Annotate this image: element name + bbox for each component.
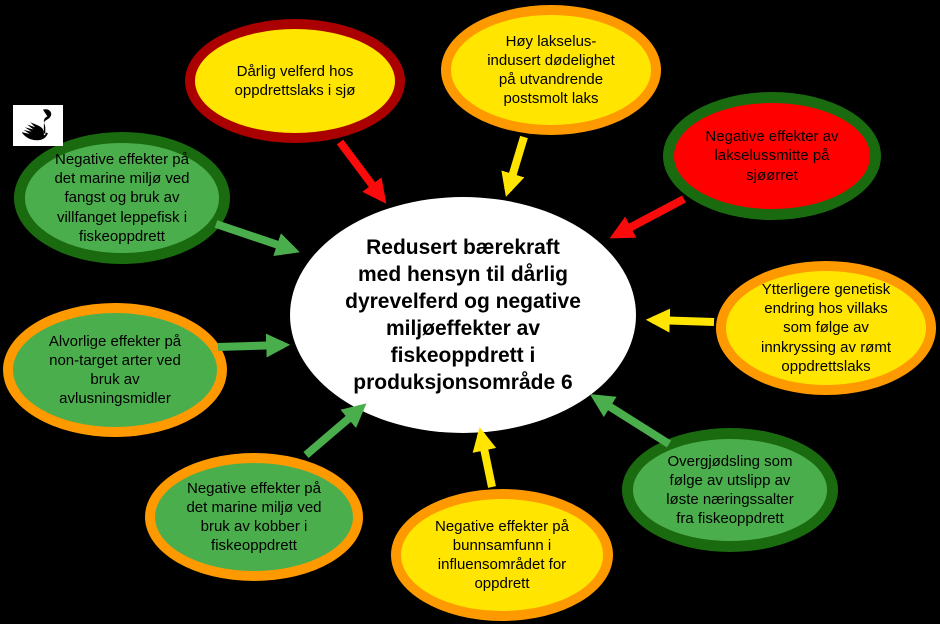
node-label: Negative effekter av lakselussmitte på s… <box>705 128 839 184</box>
arrow-from-kobber <box>303 403 367 459</box>
node-label: Ytterligere genetisk endring hos villaks… <box>760 281 892 375</box>
node-avlusningsmidler: Alvorlige effekter på non-target arter v… <box>3 303 227 437</box>
arrow-from-lakselussmitte <box>609 195 686 239</box>
node-label: Negative effekter på bunnsamfunn i influ… <box>435 517 569 593</box>
arrow-from-leppefisk <box>214 220 300 256</box>
node-label: Dårlig velferd hos oppdrettslaks i sjø <box>234 62 356 99</box>
node-label: Negative effekter på det marine miljø ve… <box>186 479 322 555</box>
swan-icon <box>17 107 59 144</box>
node-lakselussmitte: Negative effekter av lakselussmitte på s… <box>663 92 881 220</box>
node-lakselus-dodelighet: Høy lakselus- indusert dødelighet på utv… <box>441 5 661 135</box>
center-node-label: Redusert bærekraft med hensyn til dårlig… <box>345 235 581 395</box>
center-node: Redusert bærekraft med hensyn til dårlig… <box>290 197 636 433</box>
node-overgjodsling: Overgjødsling som følge av utslipp av lø… <box>622 428 838 552</box>
arrow-from-bunnsamfunn <box>472 426 497 488</box>
node-genetisk-endring: Ytterligere genetisk endring hos villaks… <box>716 261 936 395</box>
arrow-from-overgjodsling <box>589 394 672 448</box>
node-kobber: Negative effekter på det marine miljø ve… <box>145 453 363 581</box>
node-bunnsamfunn: Negative effekter på bunnsamfunn i influ… <box>391 489 613 621</box>
arrow-from-daarlig-velferd <box>336 139 387 204</box>
arrow-from-genetisk-endring <box>645 308 715 333</box>
node-label: Høy lakselus- indusert dødelighet på utv… <box>487 32 615 108</box>
arrow-from-avlusningsmidler <box>217 333 291 358</box>
arrow-from-lakselus-dodelighet <box>501 135 528 197</box>
node-leppefisk: Negative effekter på det marine miljø ve… <box>14 132 230 264</box>
node-daarlig-velferd: Dårlig velferd hos oppdrettslaks i sjø <box>185 19 405 143</box>
node-label: Negative effekter på det marine miljø ve… <box>54 151 190 245</box>
node-label: Alvorlige effekter på non-target arter v… <box>48 332 182 408</box>
node-label: Overgjødsling som følge av utslipp av lø… <box>666 452 794 528</box>
swan-logo <box>13 105 63 146</box>
